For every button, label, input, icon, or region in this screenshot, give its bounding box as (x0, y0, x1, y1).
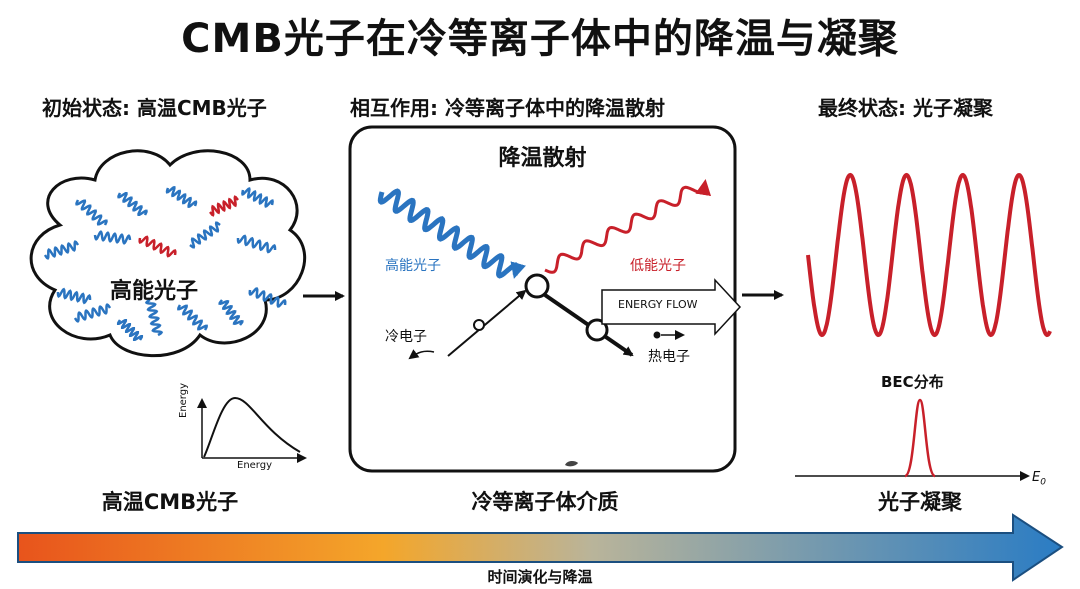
cloud-label: 高能光子 (110, 279, 199, 304)
scattering-box (348, 125, 737, 473)
photon-squiggle (165, 186, 198, 208)
photon-squiggle (56, 287, 92, 305)
photon-squiggle (117, 192, 148, 216)
small-smudge (565, 460, 578, 467)
low-energy-photon-wave (544, 179, 712, 274)
cold-electron (473, 319, 485, 331)
hot-electron-label: 热电子 (648, 349, 690, 365)
blackbody-ylabel: Energy (178, 382, 189, 418)
low-photon-label: 低能光子 (630, 258, 686, 274)
photon-squiggle (75, 199, 108, 226)
high-photon-label: 高能光子 (385, 258, 441, 274)
bec-axis-label: E0 (1032, 470, 1046, 488)
blackbody-xlabel: Energy (237, 460, 273, 471)
coherent-photon-wave (806, 172, 1052, 338)
scatter-vertex (524, 273, 550, 299)
photon-squiggle (218, 299, 244, 326)
section-final-title: 最终状态: 光子凝聚 (818, 96, 993, 120)
page-title: CMB光子在冷等离子体中的降温与凝聚 (181, 16, 899, 62)
photon-squiggle (241, 187, 274, 208)
photon-squiggle (73, 303, 112, 323)
hot-electron-circle (585, 318, 609, 342)
high-energy-photon-wave (377, 188, 526, 279)
bec-plot (795, 398, 1030, 481)
timeline-label: 时间演化与降温 (487, 568, 593, 586)
energy-flow-arrow (601, 278, 742, 336)
photon-squiggle (93, 230, 132, 245)
blackbody-plot (197, 396, 307, 463)
energy-flow-label: ENERGY FLOW (618, 298, 698, 311)
hot-electron-dot (653, 331, 661, 339)
photon-squiggle (116, 318, 144, 342)
scatter-box-title: 降温散射 (498, 146, 587, 171)
caption-middle: 冷等离子体介质 (471, 490, 619, 514)
photon-squiggle (177, 304, 208, 331)
timeline-arrow (17, 513, 1064, 582)
photon-squiggle (248, 287, 287, 308)
bec-label: BEC分布 (881, 373, 944, 391)
photon-squiggle (138, 235, 177, 258)
caption-right: 光子凝聚 (878, 490, 962, 514)
photon-squiggle (189, 221, 221, 249)
bec-peak (903, 398, 937, 478)
photon-squiggle (144, 298, 164, 337)
section-initial-title: 初始状态: 高温CMB光子 (42, 96, 267, 120)
cold-electron-label: 冷电子 (385, 329, 427, 345)
cold-electron-arrow (408, 349, 435, 360)
photon-squiggle (43, 240, 80, 260)
photon-squiggle (236, 234, 277, 254)
photon-squiggle (209, 195, 239, 217)
cold-electron-path (447, 289, 527, 357)
photon-cloud (29, 149, 307, 358)
photon-squiggles (43, 186, 287, 342)
caption-left: 高温CMB光子 (101, 490, 239, 514)
section-interaction-title: 相互作用: 冷等离子体中的降温散射 (350, 96, 665, 120)
